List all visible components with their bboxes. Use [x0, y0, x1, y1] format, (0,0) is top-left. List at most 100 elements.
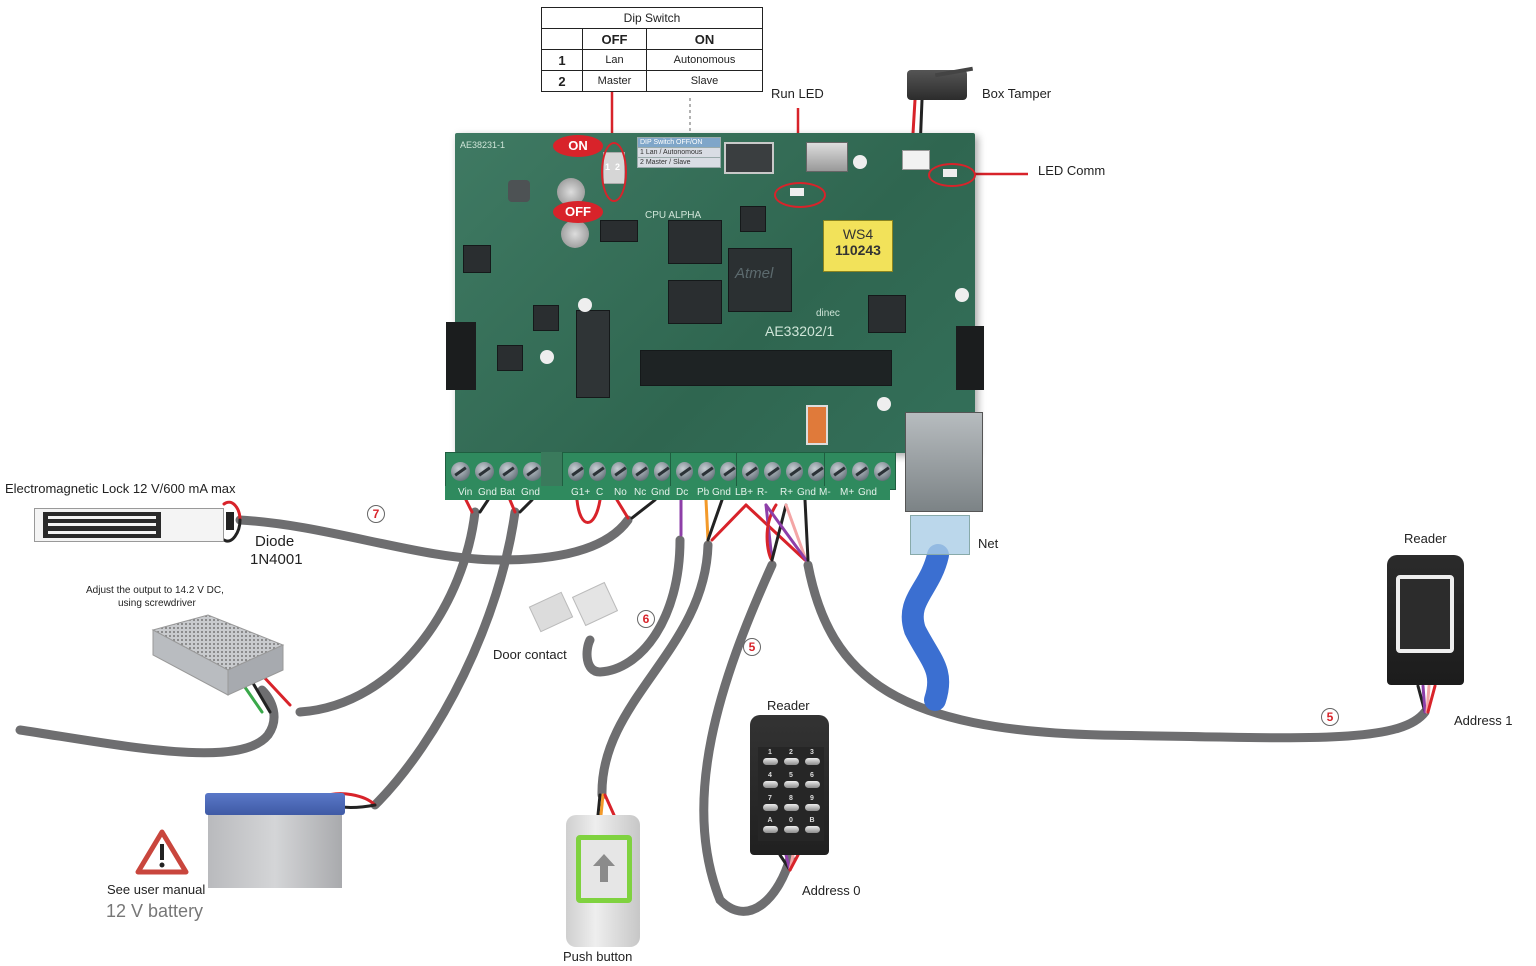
- board-id: AE33202/1: [765, 323, 835, 339]
- dip-table-title: Dip Switch: [541, 7, 763, 29]
- keypad-key[interactable]: 6: [802, 772, 822, 794]
- terminal-screw[interactable]: [851, 461, 869, 481]
- keypad-key[interactable]: 5: [781, 772, 801, 794]
- reader1-window: [1396, 575, 1454, 653]
- terminal-screw[interactable]: [763, 461, 781, 481]
- lock-label: Electromagnetic Lock 12 V/600 mA max: [5, 481, 236, 496]
- terminal-label: Gnd: [478, 487, 497, 498]
- door-contact-label: Door contact: [493, 647, 567, 662]
- mount-hole: [540, 350, 554, 364]
- terminal-screw[interactable]: [450, 461, 470, 481]
- keypad-key-cap: [762, 780, 778, 788]
- lock-plate: [43, 512, 161, 538]
- step-badge-reader0: 5: [743, 638, 761, 656]
- terminal-label: Vin: [458, 487, 473, 498]
- keypad-key[interactable]: 2: [781, 749, 801, 771]
- dip-row: 1 Lan Autonomous: [541, 49, 764, 71]
- dip-off-badge: OFF: [553, 201, 603, 223]
- keypad-key-label: 7: [768, 794, 772, 802]
- mount-hole: [955, 288, 969, 302]
- regulator-t1: [463, 245, 491, 273]
- terminal-screw[interactable]: [632, 461, 649, 481]
- dip-header-off: OFF: [582, 28, 647, 50]
- dip-mini-title: DIP Switch OFF/ON: [638, 138, 720, 147]
- mount-hole: [578, 298, 592, 312]
- maker-logo: dinec: [816, 308, 840, 319]
- keypad-key[interactable]: 1: [760, 749, 780, 771]
- run-led-circle: [774, 182, 826, 208]
- terminal-screw[interactable]: [807, 461, 825, 481]
- keypad-key-cap: [762, 826, 778, 834]
- fuse-area: [541, 452, 562, 488]
- led-comm-label: LED Comm: [1038, 163, 1106, 178]
- reader1-cable: [803, 560, 1430, 743]
- mount-hole: [853, 155, 867, 169]
- reader0-cable: [699, 560, 795, 916]
- keypad-key[interactable]: 3: [802, 749, 822, 771]
- keypad-key[interactable]: A: [760, 817, 780, 839]
- box-tamper-label: Box Tamper: [982, 86, 1052, 101]
- diode-label: Diode: [255, 533, 295, 550]
- push-button-label: Push button: [563, 949, 633, 964]
- terminal-screw[interactable]: [719, 461, 737, 481]
- keypad-key-cap: [804, 780, 820, 788]
- battery: [208, 815, 342, 888]
- reader0-title: Reader: [767, 698, 810, 713]
- keypad-key-cap: [783, 826, 799, 834]
- terminal-screw[interactable]: [741, 461, 759, 481]
- terminal-screw[interactable]: [675, 461, 693, 481]
- terminal-block-reader: [736, 452, 830, 490]
- keypad-key[interactable]: 4: [760, 772, 780, 794]
- keypad-key-cap: [804, 758, 820, 765]
- terminal-label: Bat: [500, 487, 516, 498]
- psu-mains-cable: [15, 685, 279, 758]
- keypad-key[interactable]: B: [802, 817, 822, 839]
- terminal-screw[interactable]: [474, 461, 494, 481]
- terminal-screw[interactable]: [522, 461, 542, 481]
- keypad-key-label: 1: [768, 749, 772, 756]
- usb-port: [806, 142, 848, 172]
- terminal-label: Dc: [676, 487, 689, 498]
- terminal-screw[interactable]: [873, 461, 891, 481]
- battery-label: 12 V battery: [106, 901, 204, 921]
- terminal-screw[interactable]: [697, 461, 715, 481]
- psu-note-line1: Adjust the output to 14.2 V DC,: [86, 585, 224, 596]
- terminal-block-power: [445, 452, 547, 490]
- push-button-cable: [597, 540, 713, 800]
- terminal-label: M-: [819, 487, 831, 498]
- terminal-screw[interactable]: [829, 461, 847, 481]
- inductor: [508, 180, 530, 202]
- keypad-key-cap: [762, 803, 778, 811]
- terminal-label: M+: [840, 487, 855, 498]
- dip-header-on: ON: [645, 28, 764, 50]
- mount-hole: [877, 397, 891, 411]
- terminal-screw[interactable]: [785, 461, 803, 481]
- step-badge-door-contact: 6: [637, 610, 655, 628]
- terminal-screw[interactable]: [653, 461, 671, 481]
- keypad-key[interactable]: 8: [781, 795, 801, 817]
- terminal-screw[interactable]: [567, 461, 585, 481]
- push-button-device: [566, 815, 640, 947]
- dip-on-badge: ON: [553, 135, 603, 157]
- keypad-key-label: B: [809, 817, 815, 825]
- keypad-key-label: 2: [789, 749, 793, 756]
- dip-mini-row: 1 Lan / Autonomous: [638, 147, 720, 157]
- pin-header-right: [956, 326, 984, 390]
- terminal-label: Gnd: [521, 487, 540, 498]
- led-comm: [943, 169, 957, 177]
- keypad-key[interactable]: 7: [760, 795, 780, 817]
- keypad-key[interactable]: 9: [802, 795, 822, 817]
- ic-chip: [600, 220, 638, 242]
- keypad-key[interactable]: 0: [781, 817, 801, 839]
- terminal-label: Gnd: [858, 487, 877, 498]
- run-led: [790, 188, 804, 196]
- dip-row-off: Lan: [582, 49, 647, 71]
- push-button-key[interactable]: [576, 835, 632, 903]
- dip-header-blank: [541, 28, 583, 50]
- terminal-screw[interactable]: [610, 461, 628, 481]
- terminal-screw[interactable]: [589, 461, 606, 481]
- terminal-screw[interactable]: [498, 461, 518, 481]
- keypad-key-label: 6: [810, 771, 814, 779]
